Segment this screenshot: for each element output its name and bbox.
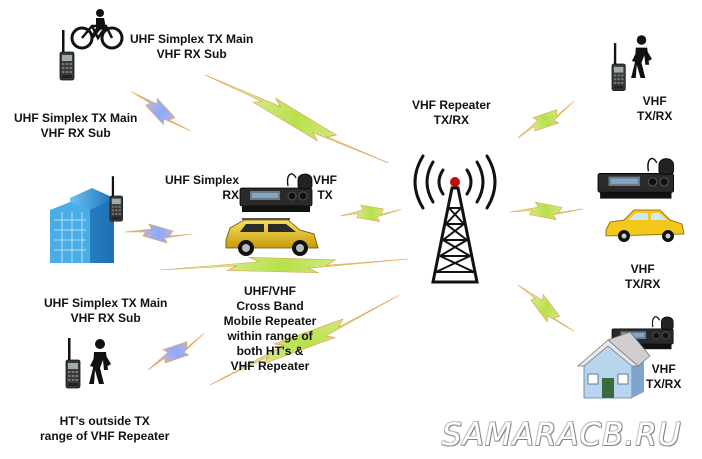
- vhf-bolt-mobile-tx: [338, 198, 404, 228]
- label-building: UHF Simplex TX Main VHF RX Sub: [14, 111, 137, 141]
- label-bottom-ht: UHF Simplex TX Main VHF RX Sub: [44, 296, 167, 326]
- handheld-radio-icon-right: [611, 42, 626, 92]
- vhf-bolt-middle: [158, 247, 409, 283]
- bicycle-icon: [70, 9, 124, 50]
- label-crossband-line2: Cross Band: [236, 299, 304, 313]
- label-building-line2: VHF RX Sub: [40, 126, 111, 140]
- label-repeater: VHF Repeater TX/RX: [412, 98, 491, 128]
- label-walker-right-line1: VHF: [642, 94, 667, 108]
- label-top-ht: UHF Simplex TX Main VHF RX Sub: [130, 32, 253, 62]
- vhf-bolt-top: [199, 66, 395, 173]
- label-mobile-vhf-line1: VHF: [313, 173, 337, 187]
- label-mobile-vhf-line2: TX: [317, 188, 333, 202]
- label-mobile-vhf: VHF TX: [313, 173, 337, 203]
- vhf-bolt-walker: [512, 92, 580, 148]
- watermark-text: SAMARACB.RU: [442, 417, 682, 453]
- label-repeater-line1: VHF Repeater: [412, 98, 491, 112]
- label-house-right-line1: VHF: [651, 362, 676, 376]
- handheld-radio-icon-building: [109, 175, 124, 222]
- taxi-car-icon: [605, 209, 685, 242]
- walking-person-icon: [631, 35, 652, 78]
- walking-person-icon-bottom: [89, 339, 111, 384]
- label-mobile-uhf-line1: UHF Simplex: [165, 173, 240, 187]
- label-top-ht-line1: UHF Simplex TX Main: [130, 32, 254, 46]
- uhf-signal-bolts: [124, 84, 210, 380]
- office-building-icon: [50, 188, 114, 263]
- suv-icon: [225, 218, 319, 256]
- vhf-bolt-house: [510, 278, 581, 340]
- label-mobile-uhf: UHF Simplex RX: [165, 173, 239, 203]
- uhf-bolt-bottom: [142, 324, 210, 380]
- label-crossband-line4: within range of: [227, 329, 313, 343]
- label-outside-range-line1: HT's outside TX: [59, 414, 150, 428]
- label-car-right-line1: VHF: [630, 262, 655, 276]
- label-crossband: UHF/VHF Cross Band Mobile Repeater withi…: [215, 284, 325, 374]
- label-car-right-line2: TX/RX: [625, 277, 661, 291]
- label-bottom-ht-line2: VHF RX Sub: [70, 311, 141, 325]
- label-crossband-line1: UHF/VHF: [244, 284, 296, 298]
- label-outside-range: HT's outside TX range of VHF Repeater: [40, 414, 169, 444]
- label-bottom-ht-line1: UHF Simplex TX Main: [44, 296, 168, 310]
- label-crossband-line6: VHF Repeater: [230, 359, 310, 373]
- label-crossband-line5: both HT's &: [236, 344, 304, 358]
- label-top-ht-line2: VHF RX Sub: [156, 47, 227, 61]
- label-car-right: VHF TX/RX: [625, 262, 660, 292]
- mobile-radio-icon: [239, 173, 313, 213]
- label-house-right-line2: TX/RX: [646, 377, 682, 391]
- house-icon: [576, 331, 651, 399]
- handheld-radio-icon-bottom: [65, 337, 81, 389]
- label-mobile-uhf-line2: RX: [222, 188, 240, 202]
- label-repeater-line2: TX/RX: [433, 113, 470, 127]
- repeater-tower-icon: [413, 154, 497, 284]
- label-walker-right: VHF TX/RX: [637, 94, 672, 124]
- label-crossband-line3: Mobile Repeater: [223, 314, 317, 328]
- mobile-radio-icon-right: [597, 157, 675, 200]
- label-building-line1: UHF Simplex TX Main: [14, 111, 138, 125]
- label-outside-range-line2: range of VHF Repeater: [40, 429, 170, 443]
- label-walker-right-line2: TX/RX: [637, 109, 673, 123]
- uhf-bolt-building: [124, 223, 193, 244]
- vhf-bolt-taxi: [508, 198, 585, 224]
- label-house-right: VHF TX/RX: [646, 362, 681, 392]
